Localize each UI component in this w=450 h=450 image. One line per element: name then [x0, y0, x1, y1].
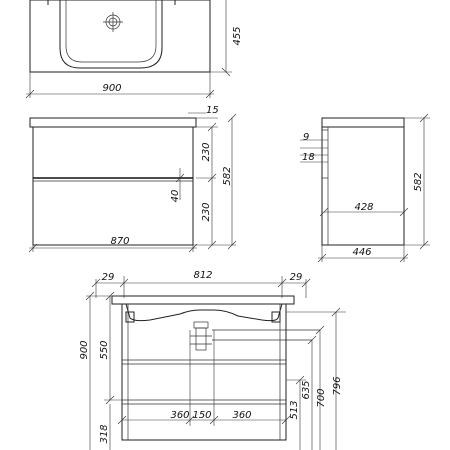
- front-top-thickness-label: 15: [206, 105, 219, 116]
- side-view: 9 18 428 446 582: [300, 113, 430, 263]
- side-side-gap-label: 18: [302, 152, 315, 163]
- top-view-height-label: 455: [232, 26, 243, 45]
- install-h-700-label: 700: [316, 388, 327, 407]
- install-inner-width-label: 812: [193, 270, 212, 281]
- side-top-gap-label: 9: [303, 132, 309, 143]
- cabinet-body: [32, 126, 194, 246]
- countertop: [29, 117, 197, 128]
- side-top: [321, 117, 405, 128]
- install-h-513-label: 513: [289, 400, 300, 419]
- top-view-outline: [29, 0, 211, 73]
- top-view: 455 900: [25, 0, 243, 99]
- side-body: [321, 126, 405, 246]
- install-seg-left-label: 360: [170, 410, 189, 421]
- front-width-label: 870: [110, 236, 129, 247]
- side-overall-height-label: 582: [413, 172, 424, 191]
- front-view: 15 230 230 582 40 870: [28, 105, 237, 253]
- install-height-900-label: 900: [79, 340, 90, 359]
- install-top-slab: [111, 295, 295, 305]
- right-bracket: [271, 311, 281, 323]
- front-gap-label: 40: [170, 190, 181, 203]
- front-drawer-top-label: 230: [201, 142, 212, 161]
- install-basin: [125, 303, 283, 322]
- install-left-offset-label: 29: [102, 272, 115, 283]
- left-bracket: [125, 311, 135, 323]
- install-seg-mid-label: 150: [192, 410, 211, 421]
- front-drawer-bottom-label: 230: [201, 202, 212, 221]
- install-view: 29 812 29 900: [79, 270, 346, 450]
- drain-icon: [103, 12, 123, 32]
- install-seg-right-label: 360: [232, 410, 251, 421]
- install-h-796-label: 796: [332, 376, 343, 395]
- side-overall-depth-label: 446: [352, 247, 371, 258]
- install-right-offset-label: 29: [290, 272, 303, 283]
- side-inner-depth-label: 428: [354, 202, 373, 213]
- basin-inner: [65, 0, 157, 63]
- front-overall-height-label: 582: [222, 166, 233, 185]
- top-view-width-label: 900: [102, 83, 121, 94]
- install-h-635-label: 635: [301, 380, 312, 399]
- install-cabinet: [121, 303, 287, 441]
- basin-bowl: [47, 0, 176, 69]
- install-height-550-label: 550: [99, 340, 110, 359]
- siphon-icon: [190, 321, 320, 351]
- install-floor-318-label: 318: [99, 424, 110, 443]
